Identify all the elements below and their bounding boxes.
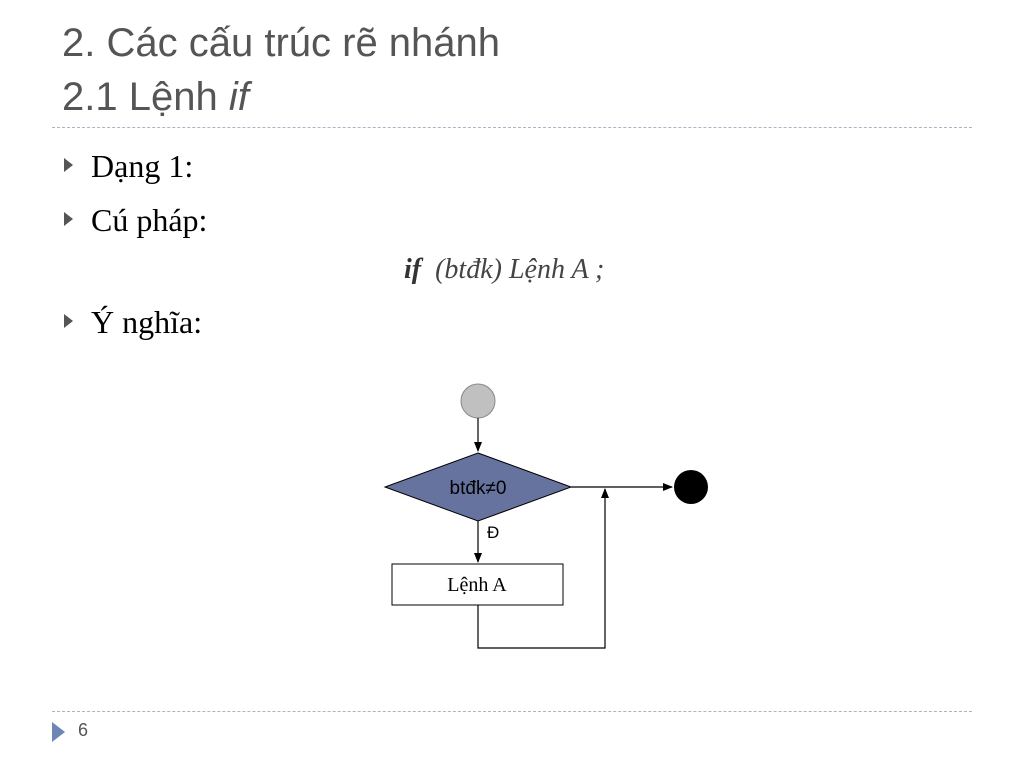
bullet-item-syntax: Cú pháp: [64, 200, 207, 240]
bullet-text: Dạng 1: [91, 148, 194, 184]
end-node [674, 470, 708, 504]
footer-divider [52, 711, 972, 712]
title-line-2-keyword: if [228, 75, 249, 119]
title-divider [52, 127, 972, 128]
page-number: 6 [78, 720, 89, 740]
bullet-arrow-icon [64, 212, 73, 226]
arrow-statement-to-merge [477, 488, 609, 649]
syntax-line: if (btđk) Lệnh A ; [404, 250, 604, 290]
title-line-2-prefix: 2.1 Lệnh [62, 75, 229, 119]
condition-label: btđk≠0 [450, 478, 507, 499]
start-node [460, 383, 496, 419]
bullet-text: Ý nghĩa: [91, 304, 203, 340]
bullet-item-meaning: Ý nghĩa: [64, 302, 202, 342]
slide-title: 2. Các cấu trúc rẽ nhánh 2.1 Lệnh if [62, 16, 500, 124]
true-branch-label: Đ [487, 523, 499, 542]
statement-label: Lệnh A [447, 574, 507, 596]
bullet-item-form: Dạng 1: [64, 146, 193, 186]
bullet-arrow-icon [64, 158, 73, 172]
statement-box [391, 563, 564, 606]
syntax-rest: (btđk) Lệnh A ; [435, 254, 605, 285]
bullet-text: Cú pháp: [91, 202, 208, 238]
footer-arrow-icon [52, 722, 65, 742]
syntax-keyword: if [404, 254, 422, 285]
title-line-1: 2. Các cấu trúc rẽ nhánh [62, 21, 501, 65]
bullet-arrow-icon [64, 314, 73, 328]
